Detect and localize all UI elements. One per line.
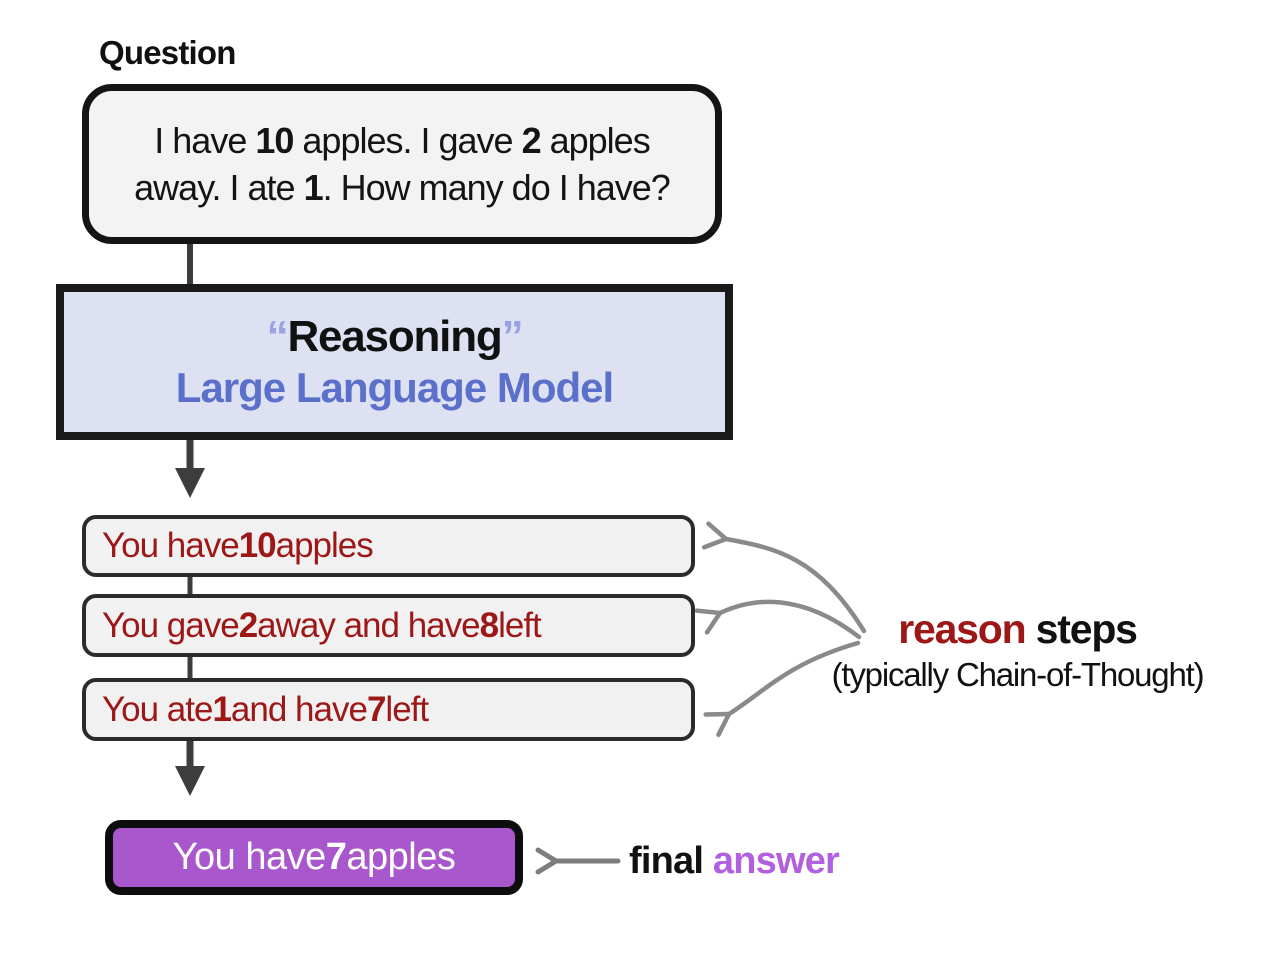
question-text-line1: I have 10 apples. I gave 2 apples [154,120,650,161]
reason-steps-label: reason steps [898,606,1138,652]
reason-step-3: You ate 1 and have 7 left [82,678,695,741]
question-text-line2: away. I ate 1. How many do I have? [134,167,671,208]
llm-box: “Reasoning” Large Language Model [56,284,733,440]
final-answer-box: You have 7 apples [105,820,523,895]
down-arrow-llm-head-icon [175,468,205,498]
final-answer-label: final answer [629,840,840,882]
reason-steps-subtitle: (typically Chain-of-Thought) [831,656,1205,693]
question-heading: Question [99,34,236,71]
reason-step-2: You gave 2 away and have 8 left [82,594,695,657]
llm-box-title: “Reasoning” [266,312,524,361]
down-arrow-final-head-icon [175,766,205,796]
question-box: I have 10 apples. I gave 2 apples away. … [82,84,722,244]
llm-box-subtitle: Large Language Model [175,364,614,411]
reason-step-1: You have 10 apples [82,515,695,577]
